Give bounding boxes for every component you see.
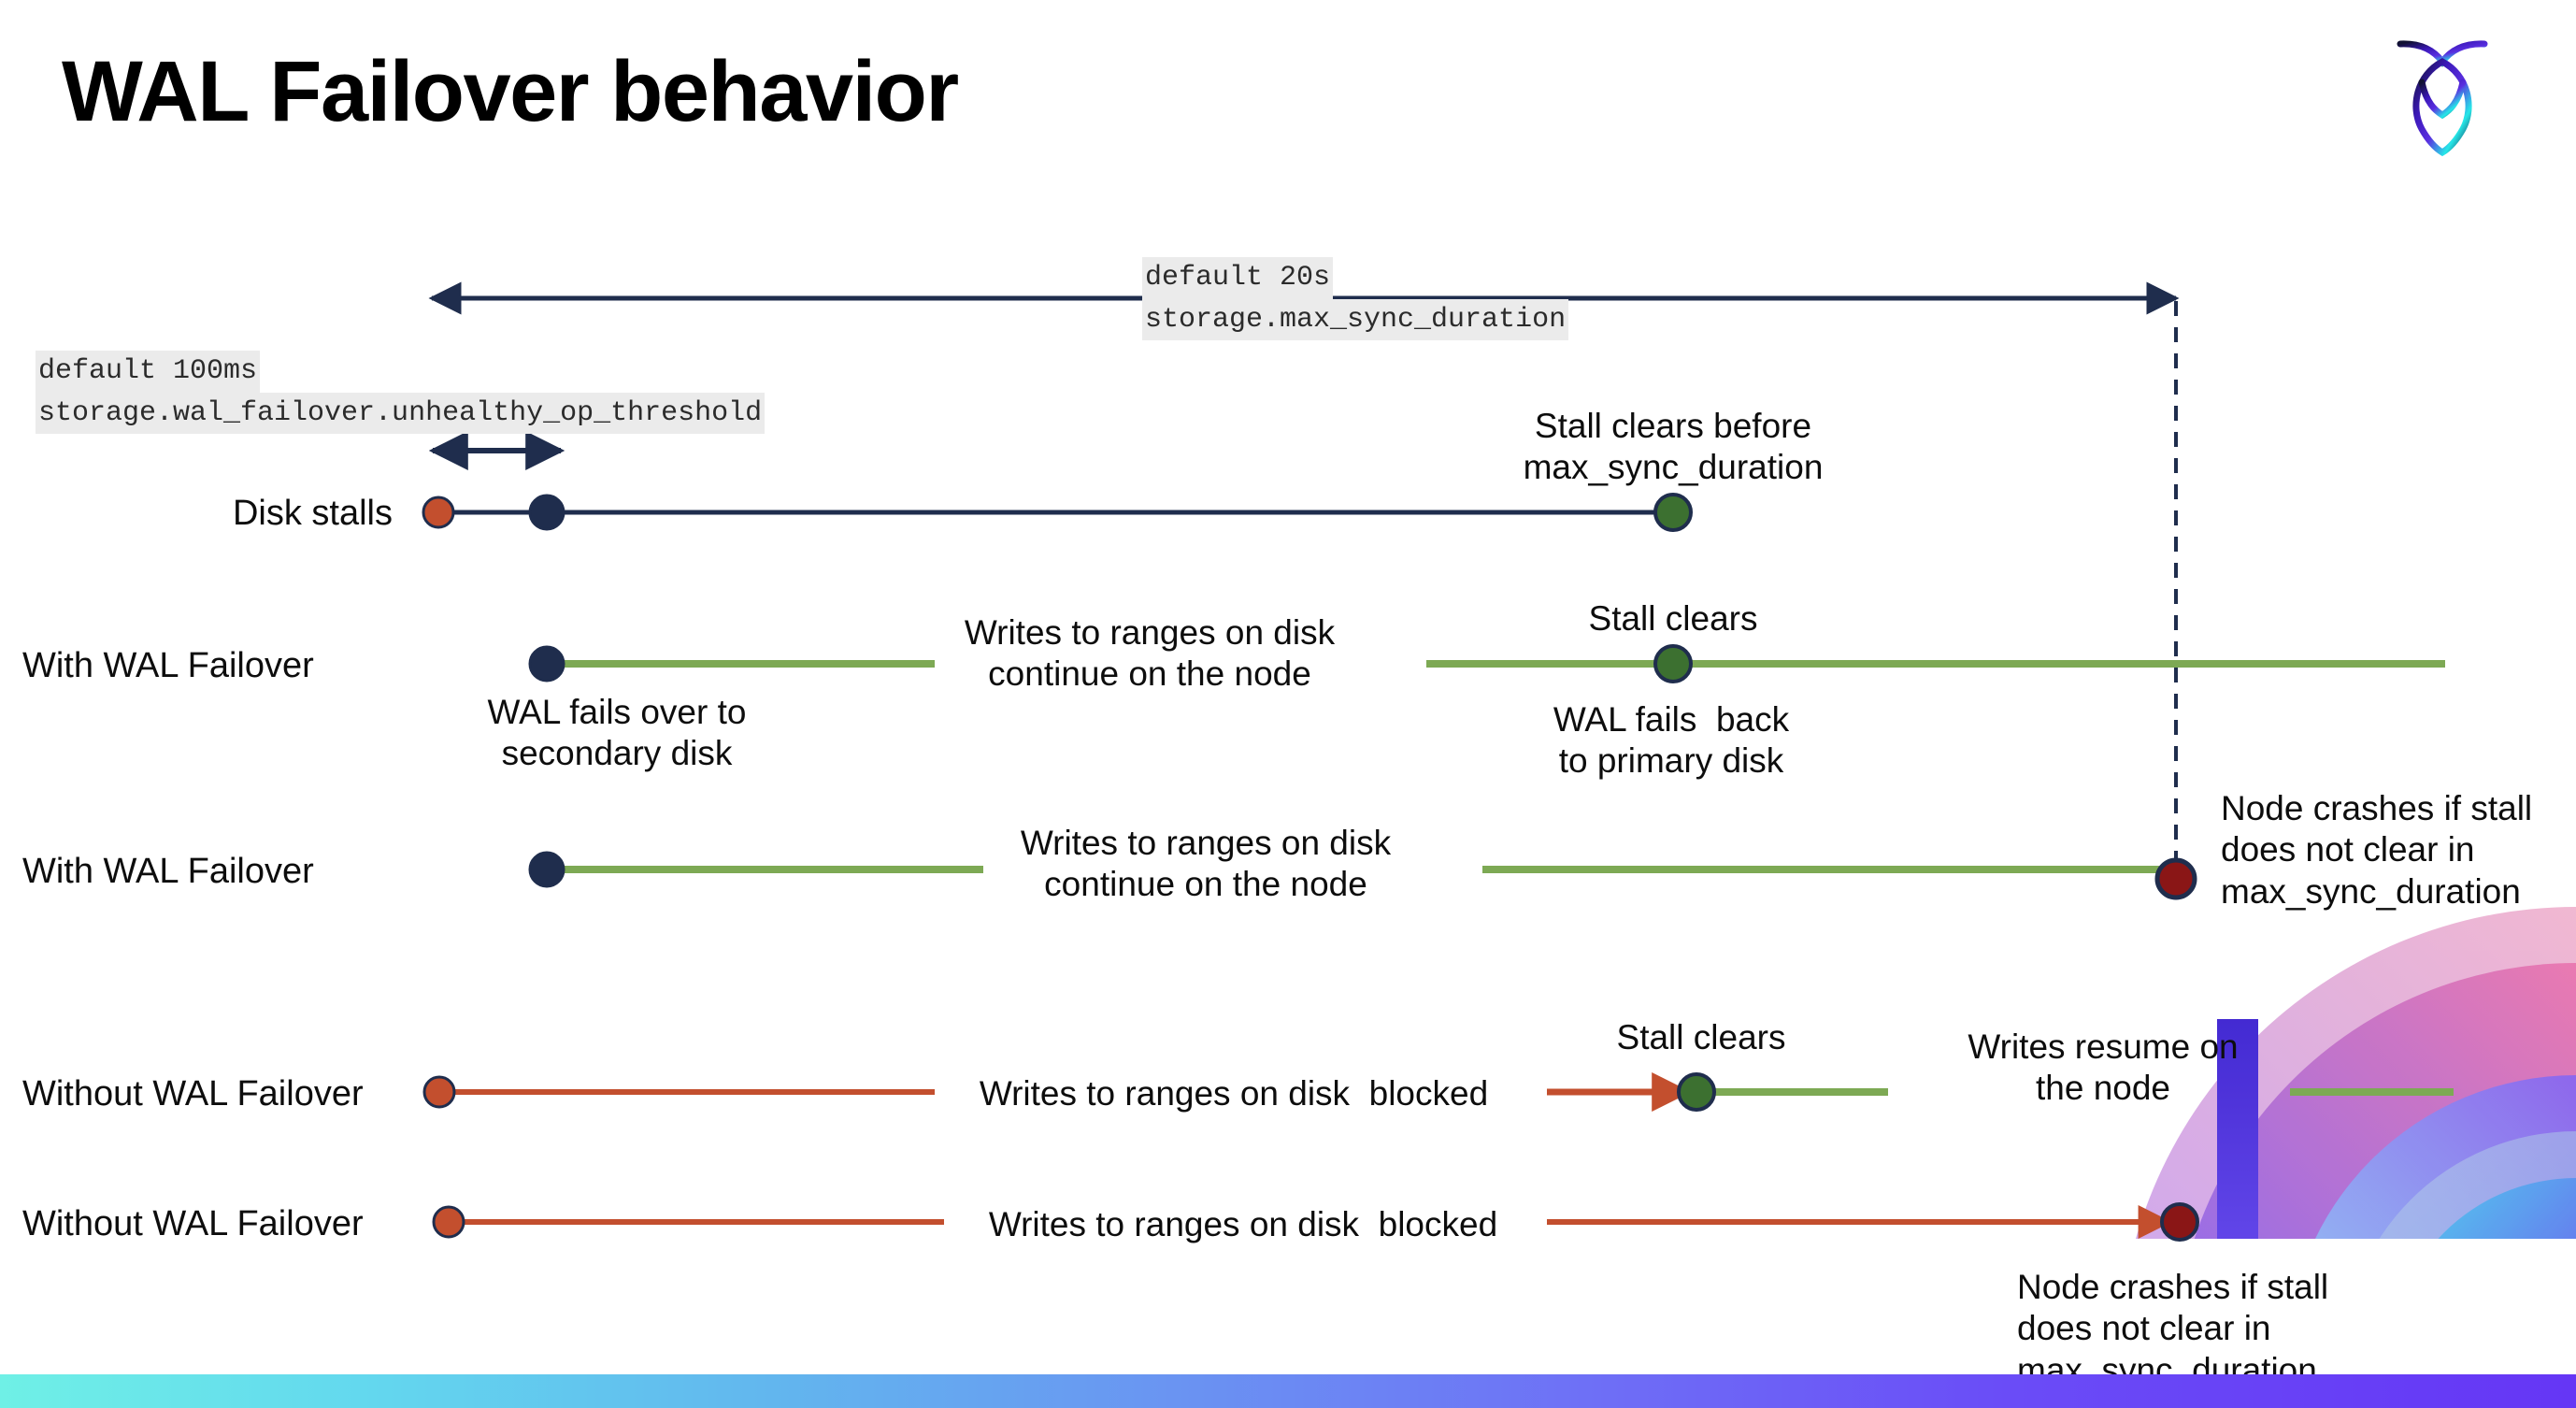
unhealthy-op-setting-label: storage.wal_failover.unhealthy_op_thresh… xyxy=(36,392,766,435)
callout-wal-fails-back: WAL fails back to primary disk xyxy=(1553,700,1790,781)
node-crash-dot-row5 xyxy=(2160,1202,2199,1242)
callout-stall-clears-before: Stall clears before max_sync_duration xyxy=(1523,407,1824,487)
callout-stall-clears-1: Stall clears xyxy=(1588,599,1758,638)
wal-failover-start-dot-row3 xyxy=(528,851,565,888)
callout-writes-continue-2: Writes to ranges on disk continue on the… xyxy=(1020,824,1392,904)
stall-clears-dot-row2 xyxy=(1653,644,1693,683)
callout-wal-fails-over: WAL fails over to secondary disk xyxy=(487,693,747,773)
callout-writes-blocked-2: Writes to ranges on disk blocked xyxy=(988,1205,1498,1243)
disk-stall-start-dot xyxy=(422,496,455,529)
callout-writes-continue-1: Writes to ranges on disk continue on the… xyxy=(964,613,1336,694)
disk-stall-start-dot-row5 xyxy=(432,1205,465,1239)
max-sync-setting-label: storage.max_sync_duration xyxy=(1142,298,1569,341)
wal-failover-start-dot-row2 xyxy=(528,645,565,682)
callout-node-crashes-2: Node crashes if stall does not clear in … xyxy=(2017,1268,2329,1389)
row-label-without-wal-failover-1: Without WAL Failover xyxy=(22,1074,364,1113)
callout-node-crashes-1: Node crashes if stall does not clear in … xyxy=(2221,789,2533,911)
unhealthy-op-threshold-annotation: default 100ms storage.wal_failover.unhea… xyxy=(36,351,766,435)
page-title: WAL Failover behavior xyxy=(62,44,959,139)
failover-trigger-dot xyxy=(528,494,565,531)
callout-writes-resume: Writes resume on the node xyxy=(1968,1027,2239,1108)
bottom-gradient-bar xyxy=(0,1374,2576,1408)
max-sync-duration-annotation: default 20s storage.max_sync_duration xyxy=(1142,257,1569,341)
callout-writes-blocked-1: Writes to ranges on disk blocked xyxy=(979,1074,1489,1113)
row-label-disk-stalls: Disk stalls xyxy=(232,494,393,533)
node-crash-dot-row3 xyxy=(2154,857,2197,900)
row-label-without-wal-failover-2: Without WAL Failover xyxy=(22,1204,364,1243)
stall-clears-dot-row1 xyxy=(1653,493,1693,532)
row-label-with-wal-failover-1: With WAL Failover xyxy=(22,646,314,685)
max-sync-default-label: default 20s xyxy=(1142,257,1334,299)
disk-stall-start-dot-row4 xyxy=(422,1075,456,1109)
row-label-with-wal-failover-2: With WAL Failover xyxy=(22,852,314,891)
stall-clears-dot-row4 xyxy=(1677,1072,1716,1112)
callout-stall-clears-2: Stall clears xyxy=(1616,1018,1786,1056)
cockroachdb-logo-icon xyxy=(2382,21,2503,161)
unhealthy-op-default-label: default 100ms xyxy=(36,351,261,393)
